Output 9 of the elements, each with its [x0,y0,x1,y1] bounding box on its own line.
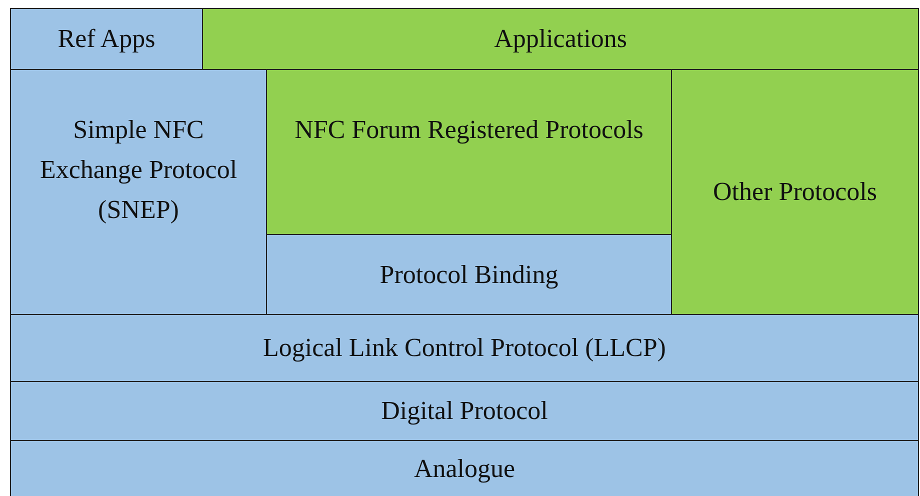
layer-box: Analogue [10,440,919,496]
layer-box: Applications [202,8,919,70]
layer-box: Protocol Binding [266,234,672,315]
layer-box: Logical Link Control Protocol (LLCP) [10,314,919,382]
layer-box: Other Protocols [671,69,919,315]
layer-box: Ref Apps [10,8,203,70]
layer-box: Digital Protocol [10,381,919,441]
layer-box: NFC Forum Registered Protocols [266,69,672,235]
layer-box: Simple NFC Exchange Protocol (SNEP) [10,69,267,315]
